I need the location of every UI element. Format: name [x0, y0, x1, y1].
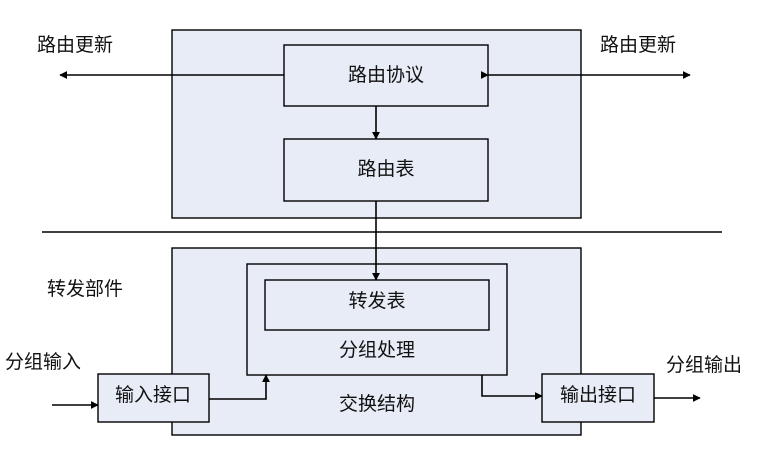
- forwarding-table-label: 转发表: [348, 290, 405, 312]
- routing-table-label: 路由表: [357, 158, 414, 180]
- input-interface-label: 输入接口: [115, 384, 191, 406]
- routing-table-box: [283, 138, 489, 202]
- forwarding-table-box: [264, 279, 490, 331]
- input-interface-box: [97, 373, 210, 423]
- input-to-processing-arrow: [209, 374, 270, 400]
- processing-to-output-arrow: [481, 375, 543, 400]
- packet-processing-label: 分组处理: [339, 339, 415, 361]
- routing-protocol-label: 路由协议: [348, 64, 424, 86]
- packet-input-label: 分组输入: [5, 351, 81, 373]
- output-interface-label: 输出接口: [560, 384, 636, 406]
- route-update-right-label: 路由更新: [600, 34, 676, 56]
- switch-fabric-label: 交换结构: [339, 393, 415, 415]
- packet-output-label: 分组输出: [666, 354, 742, 376]
- forwarding-component-label: 转发部件: [47, 278, 123, 300]
- routing-protocol-box: [283, 44, 489, 107]
- route-update-left-label: 路由更新: [37, 34, 113, 56]
